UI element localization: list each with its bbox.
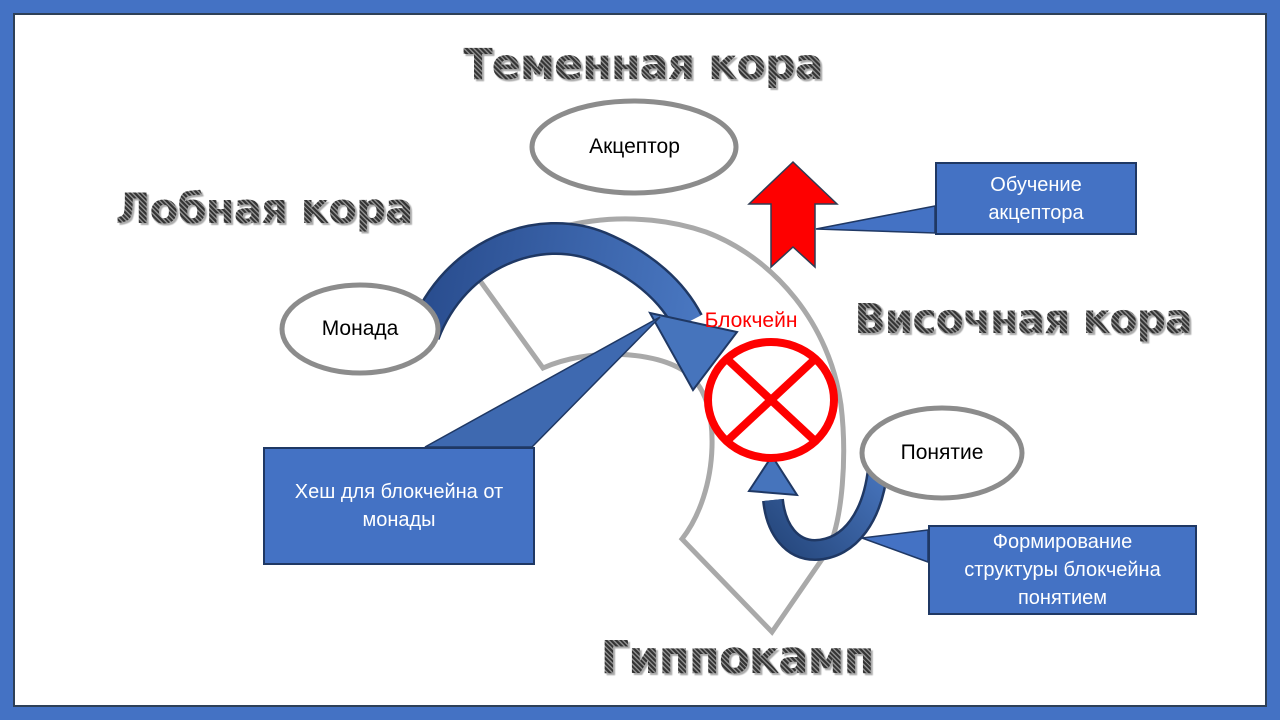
acceptor-node-label: Акцептор <box>589 134 680 158</box>
callout-line: понятием <box>1017 587 1108 609</box>
callout-line: Формирование <box>992 531 1133 553</box>
curved-arrow-monad-to-blockchain <box>410 224 701 340</box>
callout-line: монады <box>362 509 436 531</box>
callout-line: акцептора <box>988 201 1084 224</box>
curved-arrow-concept-head <box>747 454 799 497</box>
label-parietal-cortex: Теменная кора <box>463 40 823 90</box>
callout-hash-pointer <box>424 316 661 448</box>
callout-line: структуры блокчейна <box>964 559 1161 581</box>
callout-structure-pointer <box>861 529 929 564</box>
curved-arrow-concept-to-blockchain <box>764 466 887 559</box>
red-up-arrow <box>747 160 839 269</box>
concept-ellipse <box>859 405 1025 501</box>
crossed-circle-icon <box>704 338 838 462</box>
label-frontal-cortex: Лобная кора <box>115 184 414 233</box>
callout-structure-formation: Формирование структуры блокчейна понятие… <box>928 525 1197 615</box>
callout-acceptor-training-pointer <box>815 205 936 234</box>
callout-line: Хеш для блокчейна от <box>294 481 504 503</box>
curved-arrow-monad-head <box>648 311 739 392</box>
label-hippocampus: Гиппокамп <box>600 631 874 684</box>
callout-acceptor-training: Обучение акцептора <box>935 162 1137 235</box>
acceptor-ellipse <box>529 98 739 196</box>
concept-node-label: Понятие <box>900 441 984 464</box>
monad-ellipse <box>279 282 441 376</box>
callout-line: Обучение <box>990 173 1082 196</box>
blockchain-label: Блокчейн <box>704 309 798 332</box>
callout-hash-from-monad: Хеш для блокчейна от монады <box>263 447 535 565</box>
label-temporal-cortex: Височная кора <box>854 295 1192 343</box>
monad-node-label: Монада <box>321 317 399 340</box>
